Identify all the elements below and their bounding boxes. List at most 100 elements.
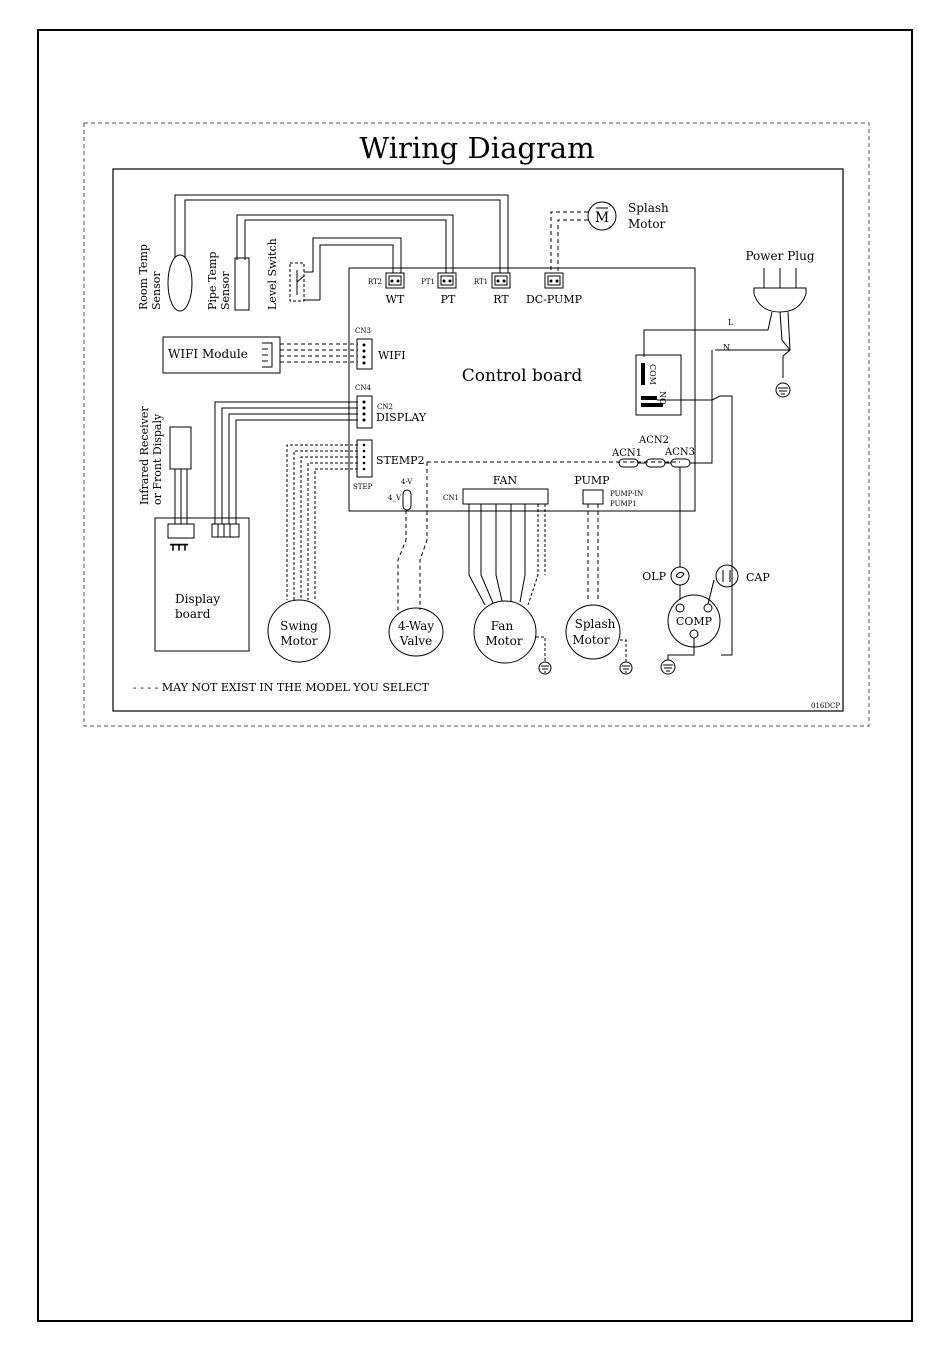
inner-frame	[112, 168, 844, 712]
display-board	[154, 517, 250, 652]
display-board-label-2: board	[175, 607, 211, 621]
pt1-tag: PT1	[421, 278, 435, 286]
plug-l-label: L	[728, 318, 734, 327]
fan-motor-label-2: Motor	[485, 634, 523, 648]
pump-wires	[587, 504, 599, 602]
acn3-label: ACN3	[664, 447, 695, 458]
splash-motor-label-2: Motor	[572, 633, 610, 647]
cn2-tag: CN2	[377, 403, 393, 411]
cn4-tag: CN4	[355, 384, 371, 392]
wt-label: WT	[386, 293, 405, 306]
level-switch-wires	[312, 237, 402, 300]
splash-motor-top-label-1: Splash	[628, 201, 669, 215]
four-way-label-1: 4-Way	[398, 619, 434, 633]
acn3-connector	[670, 458, 691, 468]
splash-motor	[565, 604, 621, 660]
display-board-label-1: Display	[175, 592, 220, 606]
pipe-temp-label-2: Sensor	[219, 271, 232, 310]
wifi-module-label: WIFI Module	[168, 347, 248, 361]
splash-motor-symbol: M	[595, 210, 609, 226]
level-switch-label: Level Switch	[266, 238, 279, 310]
fan-wires	[468, 504, 526, 606]
footer-note: - - - - MAY NOT EXIST IN THE MODEL YOU S…	[133, 681, 430, 694]
display-label: DISPLAY	[376, 411, 427, 424]
fan-connector	[462, 488, 549, 505]
fan-motor-label-1: Fan	[491, 619, 514, 633]
rt1-tag: RT1	[474, 278, 488, 286]
stemp2-connector	[356, 439, 373, 478]
four-v-connector	[402, 489, 412, 511]
pump-connector	[582, 489, 604, 505]
olp	[670, 566, 690, 586]
wt-connector	[385, 272, 405, 289]
rt-connector	[491, 272, 511, 289]
splash-motor-top	[587, 201, 617, 231]
room-temp-label-2: Sensor	[150, 271, 163, 310]
infrared-label-2: or Front Dispaly	[151, 413, 164, 505]
relay	[635, 354, 682, 416]
ground-icon	[660, 659, 676, 675]
cap-label: CAP	[746, 571, 770, 584]
wifi-module	[162, 336, 281, 374]
rt2-tag: RT2	[368, 278, 382, 286]
rt-label: RT	[493, 293, 509, 306]
ground-icon	[619, 661, 633, 675]
swing-motor	[267, 599, 331, 663]
swing-motor-label-1: Swing	[280, 619, 318, 633]
pipe-temp-wires	[236, 214, 454, 273]
control-board	[348, 267, 696, 512]
ground-icon	[538, 661, 552, 675]
four-way-valve	[388, 607, 444, 657]
stemp2-label: STEMP2	[376, 454, 425, 467]
cn1-tag: CN1	[443, 494, 459, 502]
splash-motor-label-1: Splash	[575, 617, 616, 631]
pump-in-tag: PUMP-IN	[610, 490, 643, 498]
four-way-label-2: Valve	[399, 634, 432, 648]
cn3-tag: CN3	[355, 327, 371, 335]
display-connector	[356, 395, 373, 429]
four-way-wires	[397, 461, 680, 610]
wifi-label: WIFI	[378, 349, 406, 362]
olp-label: OLP	[642, 570, 666, 583]
level-switch	[289, 262, 305, 302]
infrared-label-1: Infrared Receiver	[138, 406, 151, 505]
pipe-temp-label-1: Pipe Temp	[206, 252, 219, 310]
room-temp-sensor	[167, 254, 193, 312]
diagram-frame	[83, 122, 870, 727]
relay-no: NO	[658, 391, 667, 405]
comp-label: COMP	[676, 615, 713, 628]
wifi-connector	[356, 338, 373, 370]
four-v-tag: 4-V	[401, 478, 413, 486]
four-v-tag2: 4_V	[388, 494, 402, 502]
plug-n-label: N	[723, 343, 730, 352]
model-code: 016DCP	[811, 702, 840, 710]
infrared-receiver	[169, 426, 192, 470]
swing-motor-wires	[286, 444, 358, 600]
acn2-label: ACN2	[638, 435, 669, 446]
fan-label: FAN	[493, 474, 518, 487]
svg-text:┳┳┳: ┳┳┳	[170, 540, 189, 551]
pipe-temp-sensor	[234, 257, 250, 311]
pump1-tag: PUMP1	[610, 500, 637, 508]
relay-com: COM	[648, 364, 657, 385]
step-tag: STEP	[353, 483, 373, 491]
control-board-label: Control board	[462, 366, 583, 386]
swing-motor-label-2: Motor	[280, 634, 318, 648]
pump-label: PUMP	[574, 474, 610, 487]
fan-motor	[473, 600, 537, 664]
room-temp-label-1: Room Temp	[137, 244, 150, 310]
room-temp-wires	[174, 194, 509, 273]
infrared-wires	[174, 469, 188, 524]
power-plug	[753, 268, 807, 313]
dc-pump-connector	[544, 272, 564, 289]
dc-pump-label: DC-PUMP	[526, 293, 583, 306]
power-lines	[643, 311, 791, 656]
ground-icon	[775, 382, 791, 398]
pt-label: PT	[441, 293, 456, 306]
acn1-label: ACN1	[611, 448, 642, 459]
wifi-module-connector	[262, 342, 273, 368]
splash-motor-top-label-2: Motor	[628, 217, 666, 231]
acn2-connector	[645, 458, 666, 468]
splash-motor-top-wires	[550, 211, 588, 273]
